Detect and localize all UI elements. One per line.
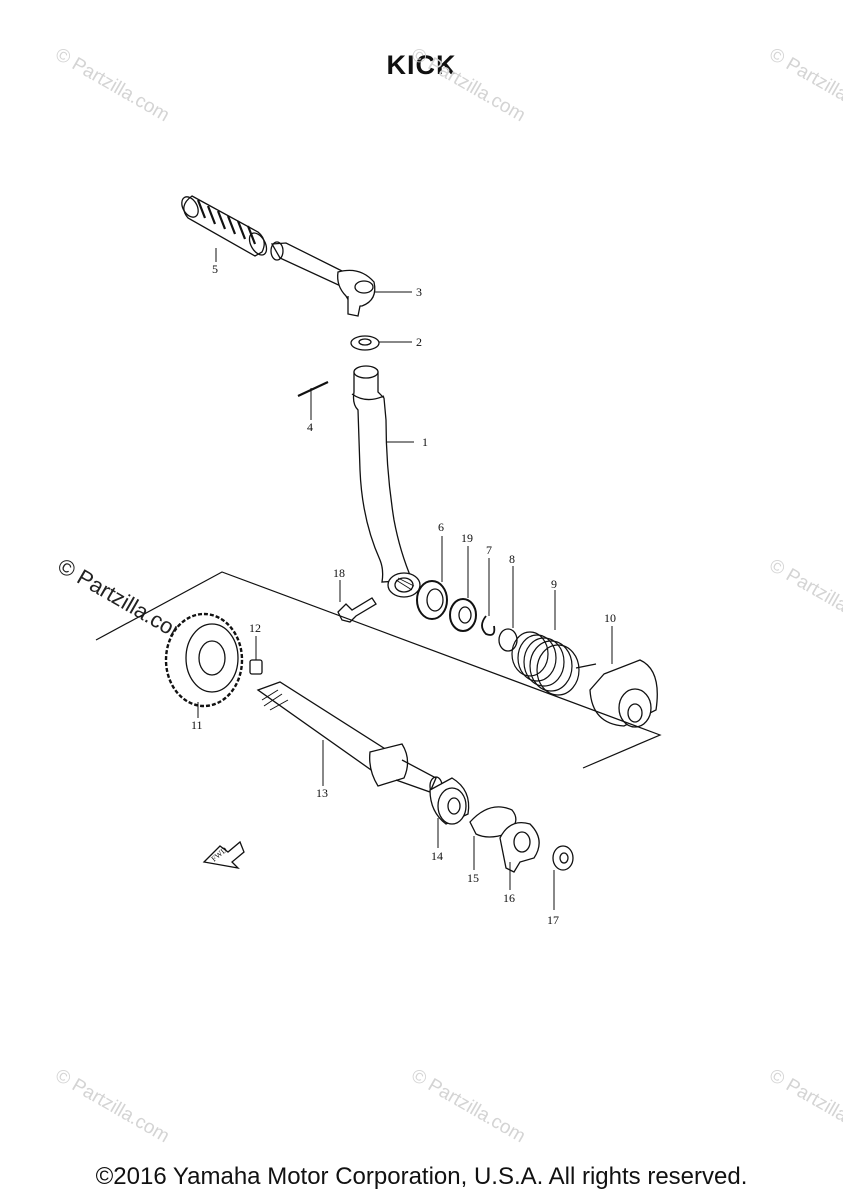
callout-16[interactable]: 16 [503, 891, 515, 905]
callout-1[interactable]: 1 [422, 435, 428, 449]
callout-17[interactable]: 17 [547, 913, 559, 927]
oil-seal-part[interactable] [416, 580, 448, 620]
callout-4[interactable]: 4 [307, 420, 313, 434]
dowel-pin-part[interactable] [249, 659, 263, 675]
circlip-part[interactable] [481, 615, 496, 636]
callout-14[interactable]: 14 [431, 849, 443, 863]
callout-12[interactable]: 12 [249, 621, 261, 635]
callout-15[interactable]: 15 [467, 871, 479, 885]
plain-washer-part[interactable] [498, 628, 518, 652]
bearing-part[interactable] [449, 598, 477, 632]
callout-2[interactable]: 2 [416, 335, 422, 349]
callout-6[interactable]: 6 [438, 520, 444, 534]
callout-10[interactable]: 10 [604, 611, 616, 625]
copyright-notice: ©2016 Yamaha Motor Corporation, U.S.A. A… [95, 1163, 748, 1190]
callout-9[interactable]: 9 [551, 577, 557, 591]
pin-part[interactable] [297, 381, 329, 397]
kick-shaft-part[interactable] [256, 681, 443, 796]
kick-gear-part[interactable] [164, 612, 244, 708]
diagram-title: KICK [386, 50, 457, 80]
kick-crank-part[interactable] [351, 365, 421, 598]
callout-11[interactable]: 11 [191, 718, 203, 732]
callout-7[interactable]: 7 [486, 543, 492, 557]
ratchet-guide-part[interactable] [499, 821, 540, 873]
callout-8[interactable]: 8 [509, 552, 515, 566]
kick-arm-part[interactable] [270, 241, 376, 317]
callout-19[interactable]: 19 [461, 531, 473, 545]
callout-13[interactable]: 13 [316, 786, 328, 800]
callout-5[interactable]: 5 [212, 262, 218, 276]
leader-lines [197, 248, 613, 910]
thrust-washer-part[interactable] [552, 845, 574, 871]
callout-3[interactable]: 3 [416, 285, 422, 299]
spring-cover-part[interactable] [589, 659, 658, 728]
forward-arrow-icon [202, 840, 245, 869]
washer-part[interactable] [350, 335, 380, 351]
callout-18[interactable]: 18 [333, 566, 345, 580]
assembly-frame [95, 571, 662, 769]
grip-part[interactable] [178, 194, 270, 258]
ratchet-part[interactable] [429, 777, 470, 825]
bolt-part[interactable] [337, 597, 377, 623]
torsion-spring-part[interactable] [511, 631, 597, 696]
